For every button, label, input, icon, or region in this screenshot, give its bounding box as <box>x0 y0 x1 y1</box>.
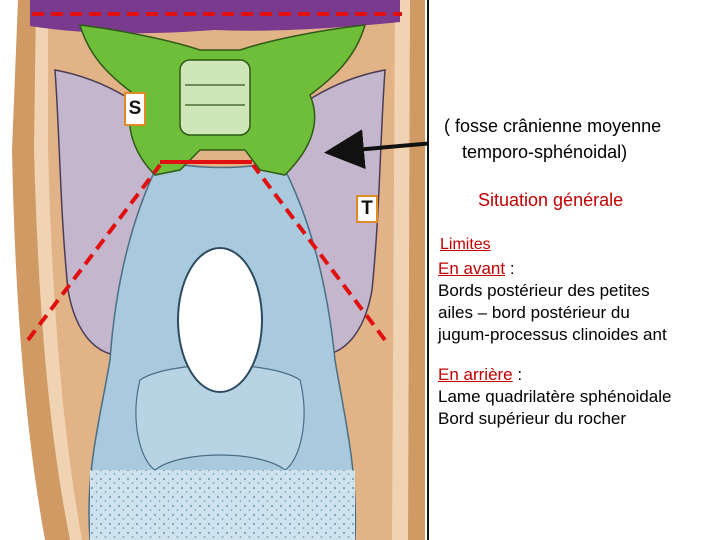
avant-line-2: ailes – bord postérieur du <box>438 303 630 322</box>
avant-line-3: jugum-processus clinoides ant <box>438 325 667 344</box>
frontal-bone-region <box>30 0 400 34</box>
avant-label: En avant <box>438 259 506 278</box>
limites-label: Limites <box>440 236 491 253</box>
avant-heading: En avant : <box>438 259 515 279</box>
label-t: T <box>356 195 378 223</box>
sella-turcica <box>179 59 251 136</box>
occipital-dotted-area <box>90 470 355 540</box>
arriere-line-1: Lame quadrilatère sphénoidale <box>438 387 672 406</box>
skull-base-illustration <box>12 0 430 540</box>
arrow-left-icon <box>324 129 430 170</box>
arriere-heading: En arrière : <box>438 365 522 385</box>
caption-line-2: temporo-sphénoidal) <box>462 142 628 162</box>
right-oblique-dashed-line <box>251 163 387 342</box>
avant-suffix: : <box>505 259 515 278</box>
text-panel: ( fosse crânienne moyenne temporo-sphéno… <box>427 0 720 540</box>
arriere-line-2: Bord supérieur du rocher <box>438 409 627 428</box>
arriere-suffix: : <box>512 365 523 384</box>
label-s: S <box>124 92 146 126</box>
arriere-label: En arrière <box>438 365 513 384</box>
left-oblique-dashed-line <box>26 163 162 342</box>
section-heading: Situation générale <box>478 190 624 210</box>
foramen-magnum <box>177 247 263 393</box>
avant-line-1: Bords postérieur des petites <box>438 281 650 300</box>
caption-line-1: ( fosse crânienne moyenne <box>444 116 662 136</box>
boundary-lines <box>26 12 402 342</box>
